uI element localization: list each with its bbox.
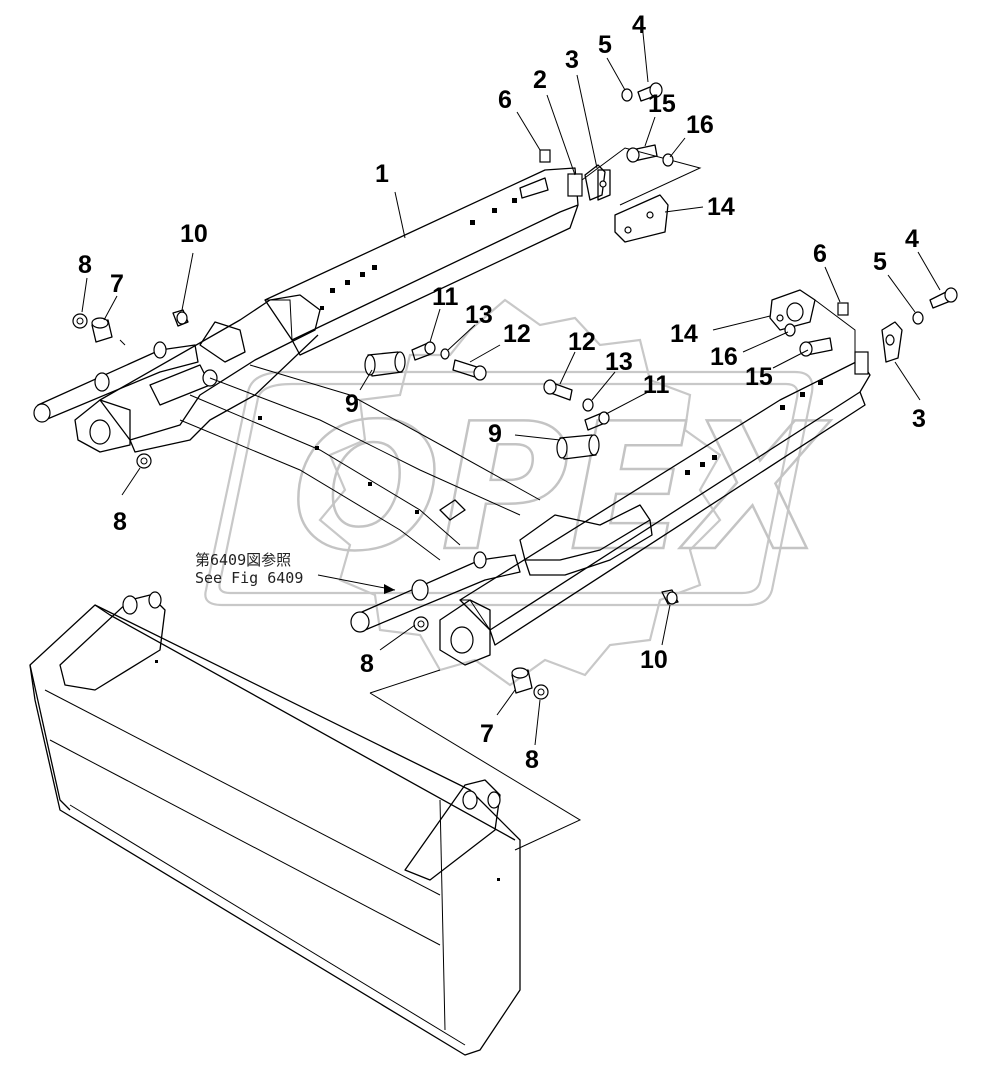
callout-2: 2 — [533, 66, 547, 94]
callout-16-upper: 16 — [686, 111, 714, 139]
nut-8-top-left — [72, 313, 88, 329]
callout-13-lower: 13 — [605, 348, 633, 376]
callout-numbers: 1 2 3 3 4 4 5 5 6 6 7 7 8 8 8 8 9 9 10 1… — [78, 11, 926, 774]
reference-note-jp: 第6409図参照 — [195, 551, 291, 569]
callout-8-center: 8 — [360, 650, 374, 678]
callout-8-left: 8 — [113, 508, 127, 536]
callout-13-upper: 13 — [465, 301, 493, 329]
plane-guides — [119, 339, 582, 851]
callout-14-right: 14 — [670, 320, 698, 348]
callout-3-upper: 3 — [565, 46, 579, 74]
callout-6-upper: 6 — [498, 86, 512, 114]
callout-8-top-left: 8 — [78, 251, 92, 279]
callout-16-right: 16 — [710, 343, 738, 371]
nut-8-left-mid — [136, 453, 152, 469]
callout-9-lower: 9 — [488, 420, 502, 448]
pin-9-lower — [556, 434, 600, 460]
upper-bracket-parts — [581, 147, 702, 243]
callout-5-upper: 5 — [598, 31, 612, 59]
part-14-plate-upper — [614, 194, 669, 243]
dozer-blade — [29, 591, 521, 1056]
nut-8-center — [413, 616, 429, 632]
fitting-10-upper — [172, 309, 189, 327]
bushing-7-upper — [91, 317, 113, 343]
reference-note: 第6409図参照 See Fig 6409 — [195, 551, 303, 587]
bushing-7-lower — [511, 667, 533, 694]
frame-lower — [439, 351, 871, 666]
watermark-text: OPEX — [292, 387, 832, 590]
leader-lines — [81, 32, 941, 746]
frame-diagonal — [179, 364, 541, 561]
right-bracket-parts — [769, 287, 958, 363]
callout-11-upper: 11 — [432, 283, 459, 311]
reference-note-en: See Fig 6409 — [195, 569, 303, 587]
link-rod-center — [350, 551, 521, 633]
callout-14-upper: 14 — [707, 193, 735, 221]
link-rod-left — [33, 341, 218, 423]
callout-1: 1 — [375, 160, 389, 188]
pin-9-upper — [364, 351, 406, 377]
frame-upper — [74, 167, 583, 453]
opex-watermark: OPEX — [204, 298, 833, 687]
callout-8-bottom: 8 — [525, 746, 539, 774]
watermark-frame-outer — [204, 370, 814, 607]
callout-11-lower: 11 — [643, 371, 670, 399]
callout-12-lower: 12 — [568, 328, 596, 356]
callout-12-upper: 12 — [503, 320, 531, 348]
callout-7-bottom: 7 — [480, 720, 494, 748]
callout-9-upper: 9 — [345, 390, 359, 418]
callout-4-upper: 4 — [632, 11, 646, 39]
callout-3-right: 3 — [912, 405, 926, 433]
callout-15-upper: 15 — [648, 90, 676, 118]
callout-6-right: 6 — [813, 240, 827, 268]
callout-4-right: 4 — [905, 225, 919, 253]
watermark-frame-inner — [218, 382, 799, 595]
callout-10-lower: 10 — [640, 646, 668, 674]
callout-10-upper: 10 — [180, 220, 208, 248]
bolts-lower-center — [543, 379, 610, 431]
watermark-gear-outline — [318, 298, 722, 687]
nut-8-bottom — [533, 684, 549, 700]
callout-5-right: 5 — [873, 248, 887, 276]
reference-arrow-head — [384, 584, 395, 594]
part-6-upper — [539, 149, 551, 163]
callout-15-right: 15 — [745, 363, 773, 391]
fitting-10-lower — [661, 589, 679, 605]
bolts-upper-center — [411, 341, 487, 381]
callout-7-left: 7 — [110, 270, 124, 298]
